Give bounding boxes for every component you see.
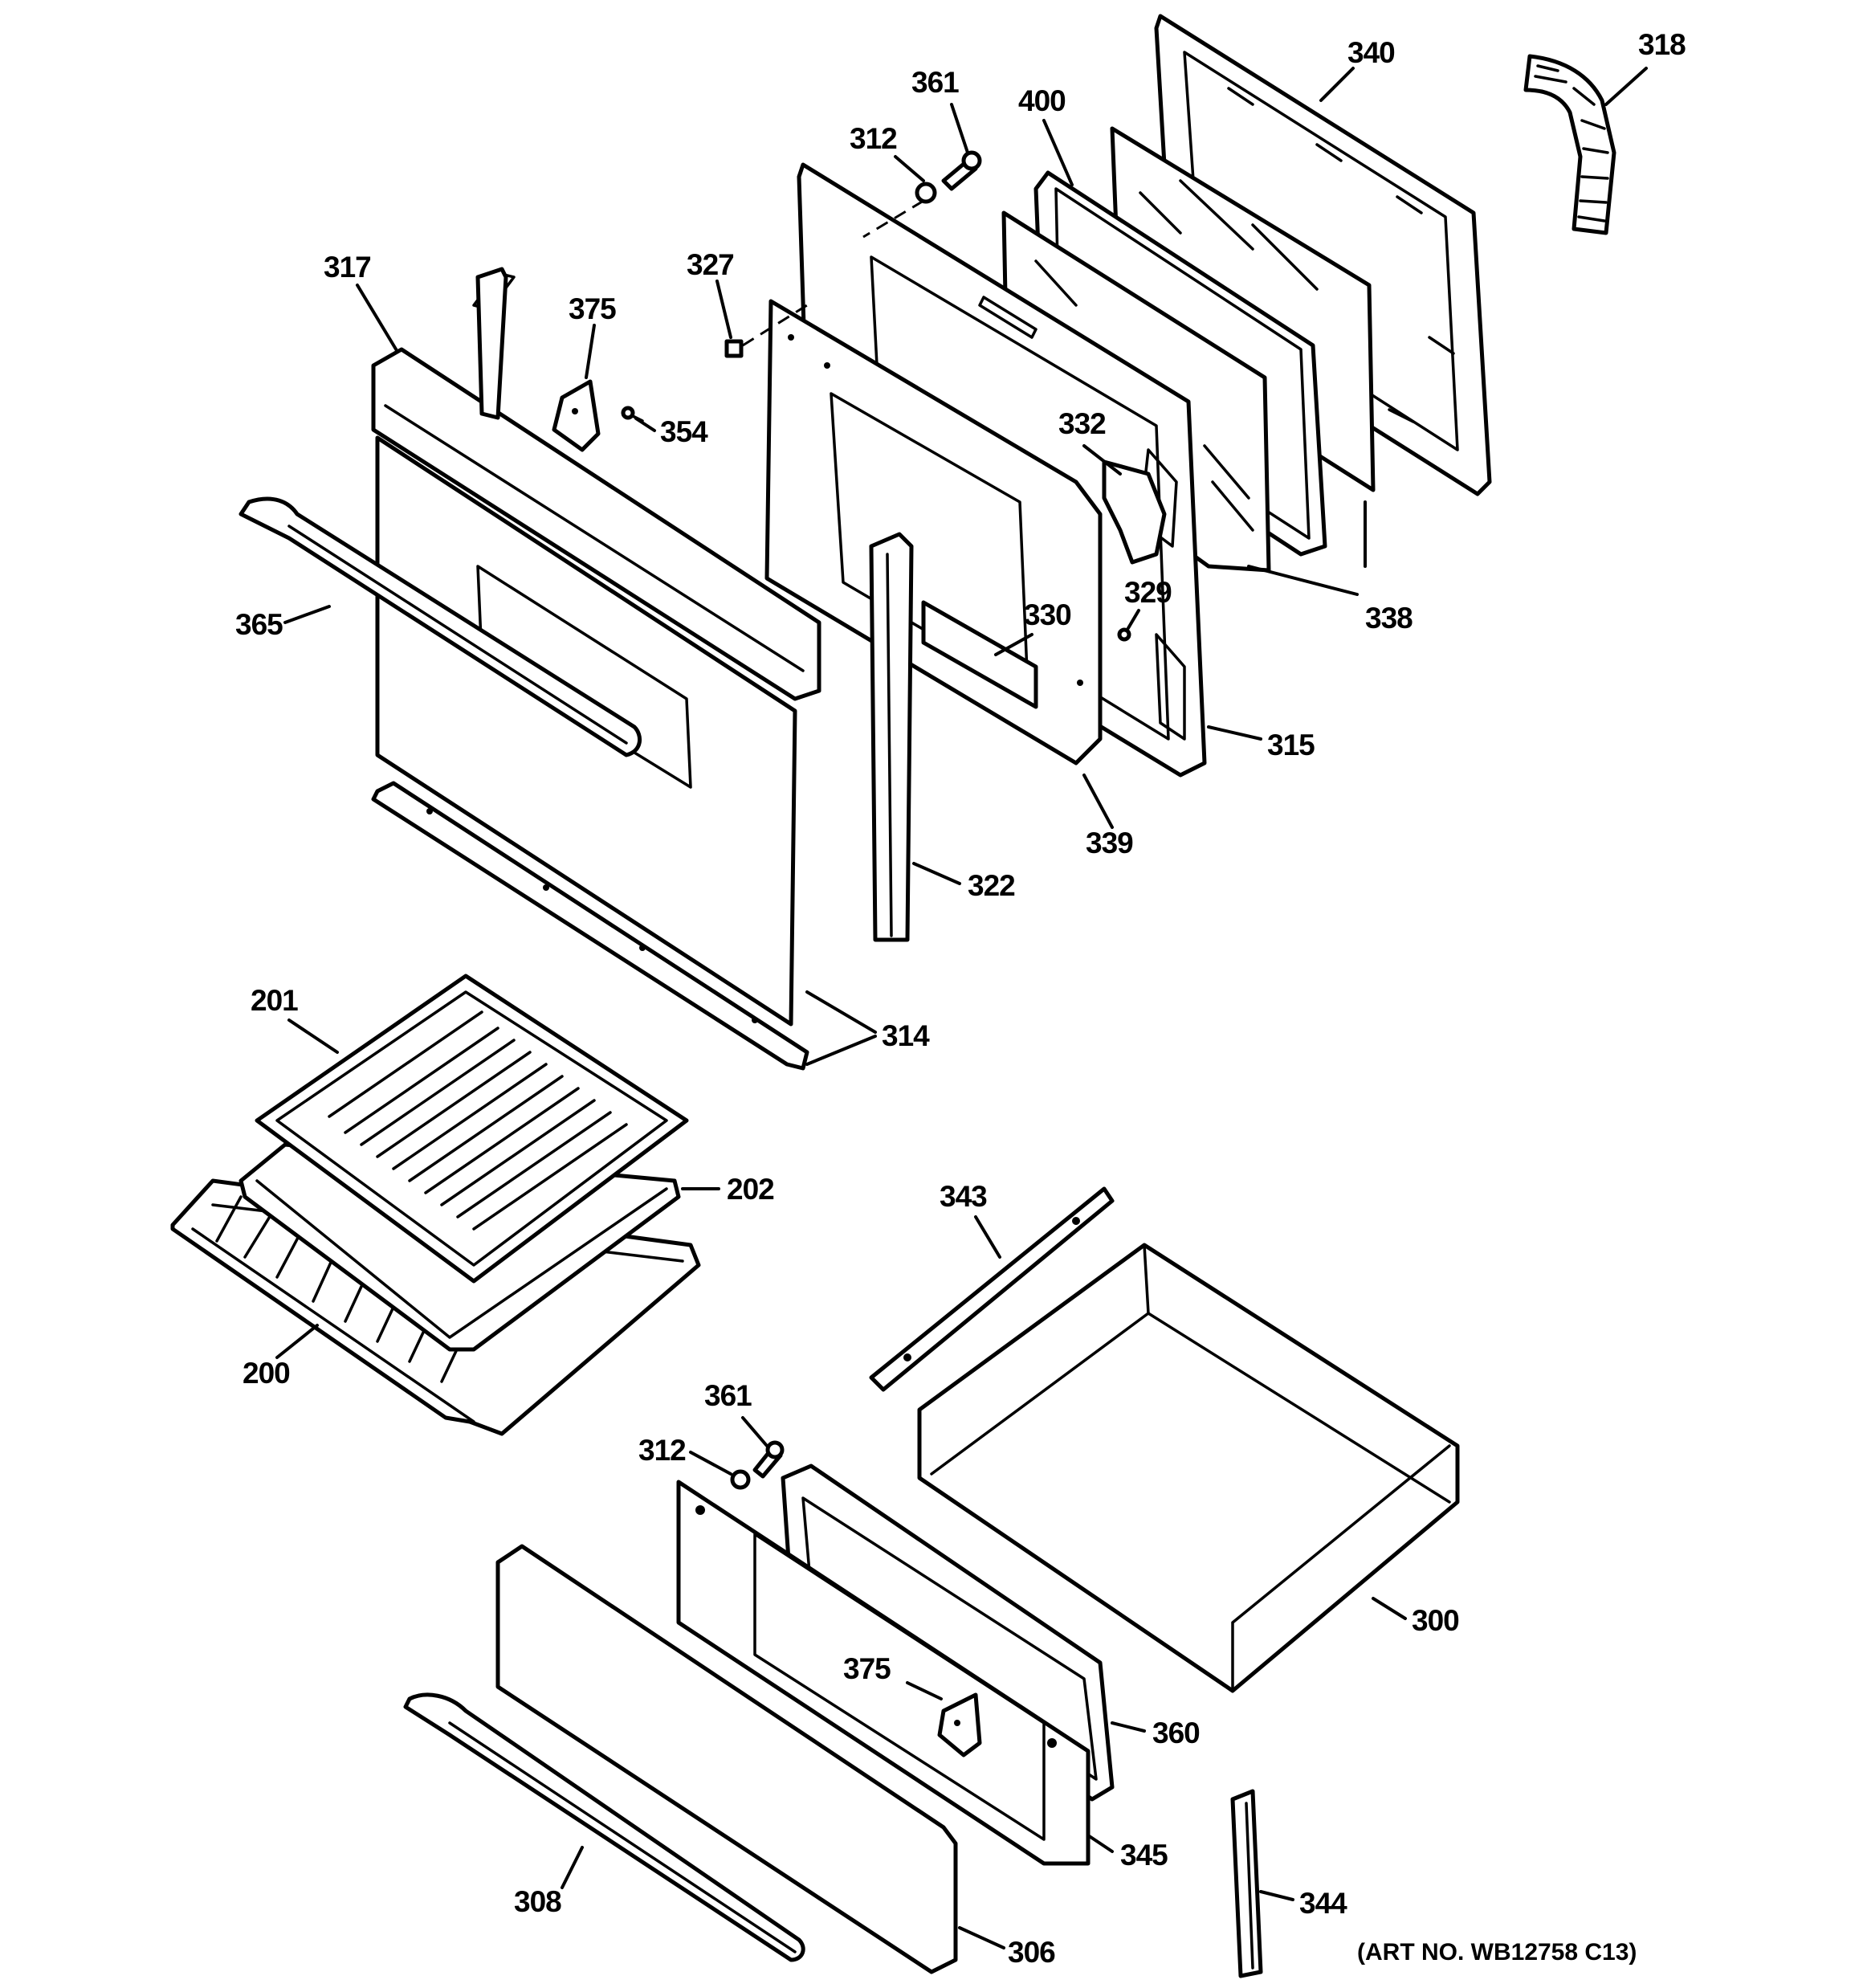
callout-360: 360 — [1152, 1717, 1200, 1749]
part-308-drawer-handle — [403, 1692, 805, 1962]
part-332-insulation — [1102, 459, 1167, 565]
callout-312b: 312 — [638, 1434, 686, 1467]
callout-315: 315 — [1267, 729, 1315, 761]
part-317-side-strip — [475, 267, 508, 420]
part-201-broiler-grid — [255, 974, 689, 1284]
callout-317: 317 — [324, 251, 371, 284]
callout-344: 344 — [1299, 1887, 1347, 1920]
callout-329: 329 — [1124, 576, 1172, 609]
part-361-screw-lower — [752, 1440, 785, 1479]
part-327-clip — [724, 339, 744, 358]
part-329-screw — [1117, 627, 1131, 642]
callout-314: 314 — [882, 1019, 930, 1052]
callout-338: 338 — [1365, 602, 1413, 635]
callout-345: 345 — [1120, 1839, 1168, 1872]
callout-327: 327 — [687, 248, 734, 281]
part-312-washer-upper — [915, 182, 937, 204]
part-365-door-handle — [238, 496, 642, 757]
part-318-gasket — [1523, 54, 1616, 235]
callout-375b: 375 — [843, 1652, 891, 1685]
art-number: (ART NO. WB12758 C13) — [1357, 1939, 1637, 1966]
callout-365: 365 — [235, 608, 283, 641]
callout-312a: 312 — [850, 122, 897, 155]
part-322-side-trim — [869, 532, 914, 942]
part-343-drawer-slide — [869, 1186, 1115, 1392]
part-345-drawer-panel — [676, 1480, 1090, 1866]
callout-340: 340 — [1347, 36, 1395, 69]
callout-322: 322 — [968, 869, 1015, 902]
part-314-bottom-trim — [371, 781, 809, 1071]
callout-361a: 361 — [911, 66, 959, 99]
callout-318: 318 — [1638, 28, 1686, 61]
part-361-screw-upper — [941, 150, 982, 191]
callout-202: 202 — [727, 1173, 774, 1206]
part-300-drawer-box — [917, 1243, 1460, 1693]
callout-300: 300 — [1412, 1604, 1459, 1637]
callout-343: 343 — [940, 1180, 987, 1213]
callout-339: 339 — [1086, 827, 1133, 859]
callout-332: 332 — [1058, 407, 1106, 440]
callout-306: 306 — [1008, 1936, 1055, 1969]
callout-361b: 361 — [704, 1379, 752, 1412]
part-375-hinge-bracket-lower — [937, 1692, 982, 1757]
part-375-hinge-bracket-upper — [552, 379, 601, 452]
part-312-washer-lower — [730, 1469, 751, 1490]
callout-375a: 375 — [569, 292, 616, 325]
callout-400: 400 — [1018, 84, 1066, 117]
callout-354: 354 — [660, 415, 708, 448]
callout-201: 201 — [251, 984, 298, 1017]
callout-308: 308 — [514, 1885, 561, 1918]
leader-lines — [275, 67, 1648, 1949]
callout-330: 330 — [1024, 598, 1071, 631]
part-306-drawer-front — [495, 1544, 958, 1974]
part-344-drawer-rail — [1230, 1789, 1263, 1978]
part-330-window — [921, 600, 1038, 709]
callout-labels: 318 340 361 400 312 327 317 375 354 332 … — [235, 28, 1686, 1969]
callout-200: 200 — [243, 1357, 290, 1390]
